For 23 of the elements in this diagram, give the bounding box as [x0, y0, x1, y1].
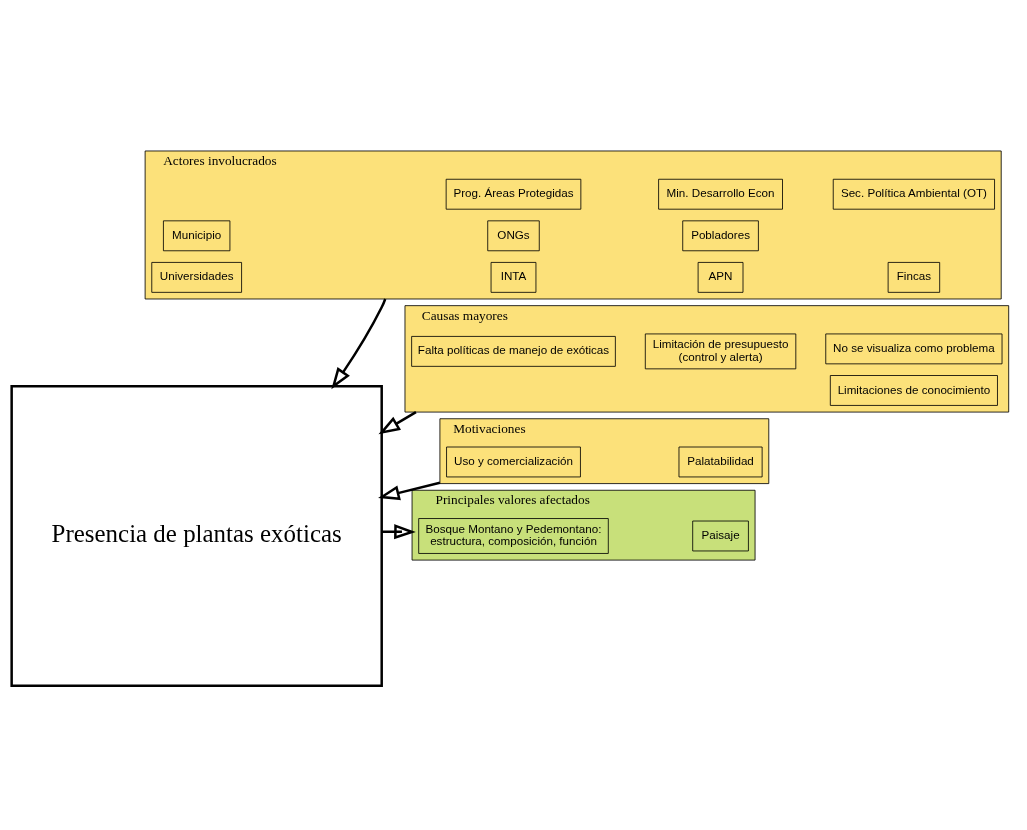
arrow	[381, 524, 416, 540]
node-box: Fincas	[887, 262, 941, 293]
node-box: Municipio	[163, 220, 231, 252]
node-box: Falta políticas de manejo de exóticas	[411, 336, 616, 367]
node-box: Presencia de plantas exóticas	[10, 385, 383, 687]
arrow	[378, 411, 417, 435]
arrow	[378, 481, 441, 501]
node-box: APN	[697, 262, 744, 293]
node-box: Min. Desarrollo Econ	[658, 178, 783, 210]
node-box: Palatabilidad	[678, 446, 763, 478]
node-box: Bosque Montano y Pedemontano: estructura, composición, función	[418, 518, 609, 554]
node-box: Limitación de presupuesto (control y alerta)	[644, 333, 797, 370]
arrow	[331, 298, 387, 390]
node-box: No se visualiza como problema	[825, 333, 1003, 365]
node-box: Paisaje	[692, 520, 749, 552]
node-box: ONGs	[487, 220, 540, 252]
node-box: Limitaciones de conocimiento	[829, 375, 998, 406]
node-box: Prog. Áreas Protegidas	[445, 178, 582, 210]
node-box: Universidades	[151, 262, 242, 293]
node-box: INTA	[490, 262, 537, 293]
node-box: Pobladores	[682, 220, 759, 252]
node-box: Sec. Política Ambiental (OT)	[832, 178, 995, 210]
node-box: Uso y comercialización	[446, 446, 581, 478]
